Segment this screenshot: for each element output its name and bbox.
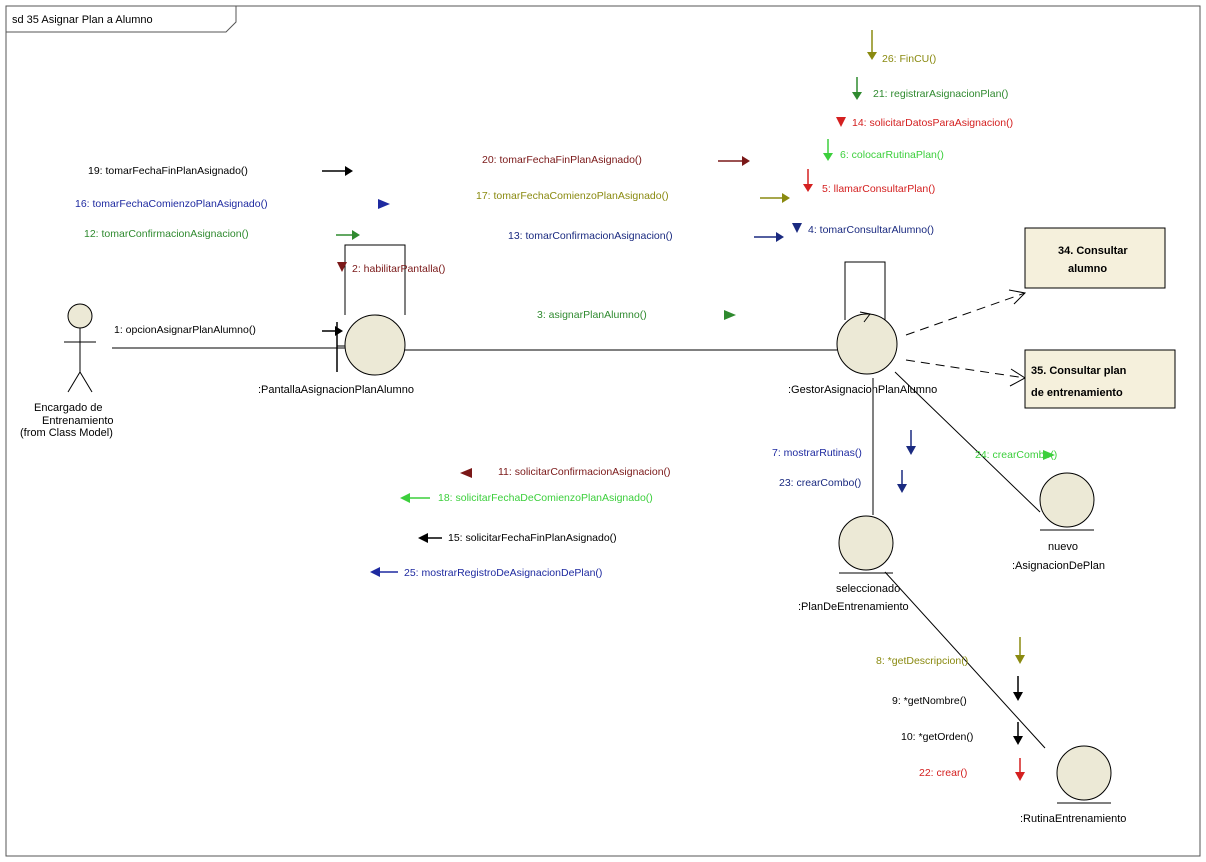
actor-name-line2: Entrenamiento bbox=[42, 415, 114, 427]
message-22-arrowhead bbox=[1015, 772, 1025, 781]
message-14-arrowhead bbox=[836, 117, 846, 127]
entity-circle bbox=[1039, 472, 1095, 528]
message-8-label: 8: *getDescripcion() bbox=[876, 655, 968, 667]
message-4-label: 4: tomarConsultarAlumno() bbox=[808, 224, 934, 236]
dependency-consultar-alumno bbox=[905, 292, 1026, 336]
message-8-arrowhead bbox=[1015, 655, 1025, 664]
frame-title: sd 35 Asignar Plan a Alumno bbox=[12, 14, 153, 26]
frame-title-tab bbox=[5, 5, 237, 33]
message-20-label: 20: tomarFechaFinPlanAsignado() bbox=[482, 154, 642, 166]
dependency-consultar-plan bbox=[905, 359, 1026, 379]
link-gestor-nuevo bbox=[894, 371, 1041, 513]
message-25-label: 25: mostrarRegistroDeAsignacionDePlan() bbox=[404, 567, 602, 579]
message-23-arrowhead bbox=[897, 484, 907, 493]
link-plan-rutina bbox=[884, 571, 1046, 749]
object-nuevo-name-line1: nuevo bbox=[1048, 541, 1078, 553]
message-2-label: 2: habilitarPantalla() bbox=[352, 263, 445, 275]
note-consultar-alumno[interactable]: 34. Consultar alumno bbox=[1024, 227, 1166, 289]
message-21-label: 21: registrarAsignacionPlan() bbox=[873, 88, 1008, 100]
actor-stereotype: (from Class Model) bbox=[20, 427, 113, 439]
entity-circle bbox=[1056, 745, 1112, 801]
message-17-arrowhead bbox=[782, 193, 790, 203]
message-9-arrowhead bbox=[1013, 692, 1023, 701]
object-pantalla-name: :PantallaAsignacionPlanAlumno bbox=[258, 384, 414, 396]
message-5-arrowhead bbox=[803, 184, 813, 192]
object-nuevo-name-line2: :AsignacionDePlan bbox=[1012, 560, 1105, 572]
message-19-arrowhead bbox=[345, 166, 353, 176]
message-23-label: 23: crearCombo() bbox=[779, 477, 861, 489]
object-plan-name-line1: seleccionado bbox=[836, 583, 900, 595]
message-15-label: 15: solicitarFechaFinPlanAsignado() bbox=[448, 532, 617, 544]
diagram-frame bbox=[5, 5, 1201, 857]
message-13-label: 13: tomarConfirmacionAsignacion() bbox=[508, 230, 673, 242]
message-12-arrowhead bbox=[352, 230, 360, 240]
message-16-arrowhead bbox=[378, 199, 390, 209]
message-21-arrowhead bbox=[852, 92, 862, 100]
actor-name-line1: Encargado de bbox=[34, 402, 103, 414]
message-10-label: 10: *getOrden() bbox=[901, 731, 973, 743]
message-25-arrowhead bbox=[370, 567, 380, 577]
message-26-arrowhead bbox=[867, 52, 877, 60]
message-1-label: 1: opcionAsignarPlanAlumno() bbox=[114, 324, 256, 336]
object-nuevo-asignacion[interactable]: nuevo :AsignacionDePlan bbox=[1012, 472, 1105, 572]
object-gestor-name: :GestorAsignacionPlanAlumno bbox=[788, 384, 937, 396]
note-box bbox=[1024, 227, 1166, 289]
boundary-circle bbox=[344, 314, 406, 376]
message-1-arrowhead bbox=[335, 326, 343, 336]
link-pantalla-self bbox=[344, 244, 406, 315]
actor-leg-right bbox=[79, 371, 93, 393]
note-consultar-alumno-line2: alumno bbox=[1068, 263, 1107, 275]
message-24-label: 24: crearCombo() bbox=[975, 449, 1057, 461]
actor-encargado[interactable]: Encargado de Entrenamiento (from Class M… bbox=[20, 303, 114, 439]
message-9-label: 9: *getNombre() bbox=[892, 695, 967, 707]
message-7-label: 7: mostrarRutinas() bbox=[772, 447, 862, 459]
message-17-label: 17: tomarFechaComienzoPlanAsignado() bbox=[476, 190, 669, 202]
note-consultar-plan[interactable]: 35. Consultar plan de entrenamiento bbox=[1024, 349, 1176, 409]
message-11-arrowhead bbox=[460, 468, 472, 478]
control-circle bbox=[836, 313, 898, 375]
message-3-arrowhead bbox=[724, 310, 736, 320]
message-2-arrowhead bbox=[337, 262, 347, 272]
message-13-arrowhead bbox=[776, 232, 784, 242]
message-24-arrowhead bbox=[1043, 450, 1055, 460]
object-rutina-name: :RutinaEntrenamiento bbox=[1020, 813, 1126, 825]
link-gestor-self bbox=[844, 261, 886, 320]
note-consultar-plan-line1: 35. Consultar plan bbox=[1031, 365, 1127, 377]
actor-head bbox=[67, 303, 93, 329]
message-19-label: 19: tomarFechaFinPlanAsignado() bbox=[88, 165, 248, 177]
message-10-arrowhead bbox=[1013, 736, 1023, 745]
message-5-label: 5: llamarConsultarPlan() bbox=[822, 183, 935, 195]
message-6-arrowhead bbox=[823, 153, 833, 161]
message-16-label: 16: tomarFechaComienzoPlanAsignado() bbox=[75, 198, 268, 210]
object-pantalla[interactable]: :PantallaAsignacionPlanAlumno bbox=[258, 314, 414, 396]
object-gestor[interactable]: :GestorAsignacionPlanAlumno bbox=[788, 311, 937, 396]
message-14-label: 14: solicitarDatosParaAsignacion() bbox=[852, 117, 1013, 129]
dependency-arrowhead-1 bbox=[1008, 289, 1027, 305]
message-15-arrowhead bbox=[418, 533, 428, 543]
entity-circle bbox=[838, 515, 894, 571]
note-consultar-plan-line2: de entrenamiento bbox=[1031, 387, 1123, 399]
message-20-arrowhead bbox=[742, 156, 750, 166]
message-3-label: 3: asignarPlanAlumno() bbox=[537, 309, 647, 321]
note-consultar-alumno-line1: 34. Consultar bbox=[1058, 245, 1128, 257]
note-box bbox=[1024, 349, 1176, 409]
object-plan-entrenamiento[interactable]: seleccionado :PlanDeEntrenamiento bbox=[798, 515, 909, 613]
object-rutina[interactable]: :RutinaEntrenamiento bbox=[1020, 745, 1126, 825]
object-plan-name-line2: :PlanDeEntrenamiento bbox=[798, 601, 909, 613]
actor-leg-left bbox=[67, 371, 81, 393]
message-11-label: 11: solicitarConfirmacionAsignacion() bbox=[498, 466, 671, 478]
message-7-arrowhead bbox=[906, 446, 916, 455]
message-22-label: 22: crear() bbox=[919, 767, 967, 779]
message-6-label: 6: colocarRutinaPlan() bbox=[840, 149, 944, 161]
message-12-label: 12: tomarConfirmacionAsignacion() bbox=[84, 228, 249, 240]
message-4-arrowhead bbox=[792, 223, 802, 233]
message-18-arrowhead bbox=[400, 493, 410, 503]
message-18-label: 18: solicitarFechaDeComienzoPlanAsignado… bbox=[438, 492, 653, 504]
message-26-label: 26: FinCU() bbox=[882, 53, 936, 65]
control-arrowhead bbox=[859, 311, 871, 323]
